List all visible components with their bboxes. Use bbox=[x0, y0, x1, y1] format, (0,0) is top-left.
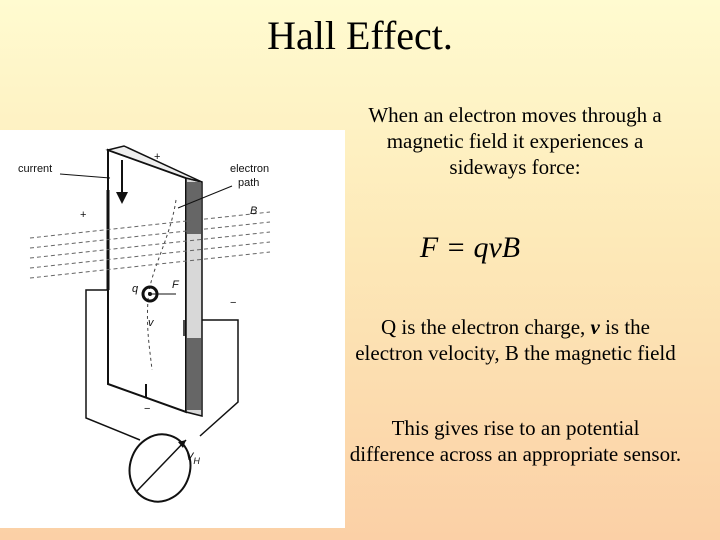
slide-title: Hall Effect. bbox=[267, 13, 453, 58]
left-wire bbox=[85, 289, 141, 441]
b-field-label: B bbox=[250, 205, 257, 217]
current-leader bbox=[59, 173, 111, 179]
definitions-v: v bbox=[590, 315, 600, 339]
vh-v: V bbox=[186, 451, 195, 463]
definitions-part-a: Q is the electron charge, bbox=[380, 315, 591, 339]
definitions-part-b: is the electron velocity, B the magnetic… bbox=[355, 315, 676, 365]
definitions-paragraph: Q is the electron charge, v is the elect… bbox=[348, 314, 683, 366]
electron-label: electron bbox=[230, 163, 269, 175]
current-arrow-head bbox=[116, 192, 128, 204]
current-label: current bbox=[18, 163, 52, 175]
hall-plate-top bbox=[105, 145, 203, 183]
f-label: F bbox=[172, 279, 180, 291]
right-wire bbox=[199, 319, 239, 437]
electron-path-leader bbox=[177, 185, 233, 209]
plus-left-label: + bbox=[80, 209, 86, 221]
diagram-svg: current + + electron path B q F v − − bbox=[18, 145, 271, 503]
intro-paragraph: When an electron moves through a magneti… bbox=[368, 103, 662, 179]
top-side-contact bbox=[187, 182, 201, 234]
vh-subscript: H bbox=[193, 456, 200, 466]
plus-top-label: + bbox=[154, 151, 160, 163]
voltmeter-needle-head bbox=[178, 440, 186, 448]
force-equation: F = qvB bbox=[419, 231, 521, 264]
voltmeter-needle bbox=[135, 439, 187, 493]
minus-right-label: − bbox=[230, 297, 236, 309]
path-label: path bbox=[238, 177, 259, 189]
v-label: v bbox=[148, 317, 155, 329]
vh-label: VH bbox=[186, 451, 200, 466]
conclusion-paragraph: This gives rise to an potential differen… bbox=[349, 416, 682, 466]
bottom-side-contact bbox=[187, 338, 201, 410]
minus-bottom-label: − bbox=[144, 403, 150, 415]
hall-effect-diagram: current + + electron path B q F v − − bbox=[0, 130, 345, 528]
magnetic-field-lines bbox=[29, 211, 271, 279]
q-label: q bbox=[132, 283, 139, 295]
